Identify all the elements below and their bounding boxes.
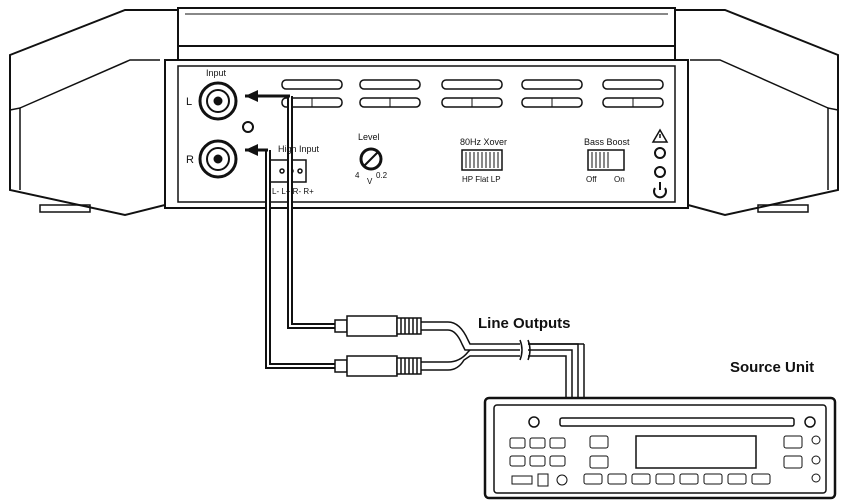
- protect-led-icon: [654, 147, 666, 159]
- xover-options: HP Flat LP: [462, 175, 501, 184]
- xover-label: 80Hz Xover: [460, 137, 507, 147]
- high-input-pins: L- L+ R- R+: [272, 187, 314, 196]
- level-min-label: 4: [355, 171, 360, 180]
- bass-boost-switch[interactable]: [587, 149, 625, 171]
- level-max-label: 0.2: [376, 171, 388, 180]
- power-icon: [653, 182, 667, 199]
- warning-icon: [651, 128, 669, 143]
- rca-cables: [245, 90, 335, 369]
- indicator-led-icon: [242, 121, 254, 133]
- input-label: Input: [206, 68, 227, 78]
- power-led-icon: [654, 166, 666, 178]
- level-unit-label: V: [367, 177, 373, 186]
- source-unit-label: Source Unit: [730, 359, 814, 376]
- rca-plug-right: [334, 355, 422, 377]
- amplifier: [9, 7, 839, 217]
- left-channel-label: L: [186, 96, 192, 108]
- xover-switch[interactable]: [461, 149, 503, 171]
- bass-off-label: Off: [586, 175, 597, 184]
- line-output-cable: [421, 321, 585, 400]
- level-knob[interactable]: [359, 147, 383, 171]
- bass-boost-label: Bass Boost: [584, 137, 630, 147]
- level-label: Level: [358, 132, 380, 142]
- right-channel-label: R: [186, 154, 194, 166]
- bass-on-label: On: [614, 175, 625, 184]
- high-input-label: High Input: [278, 144, 320, 154]
- rca-input-right: [198, 139, 238, 179]
- source-unit: [483, 396, 837, 500]
- line-outputs-label: Line Outputs: [478, 315, 571, 332]
- rca-plug-left: [334, 315, 422, 337]
- rca-input-left: [198, 81, 238, 121]
